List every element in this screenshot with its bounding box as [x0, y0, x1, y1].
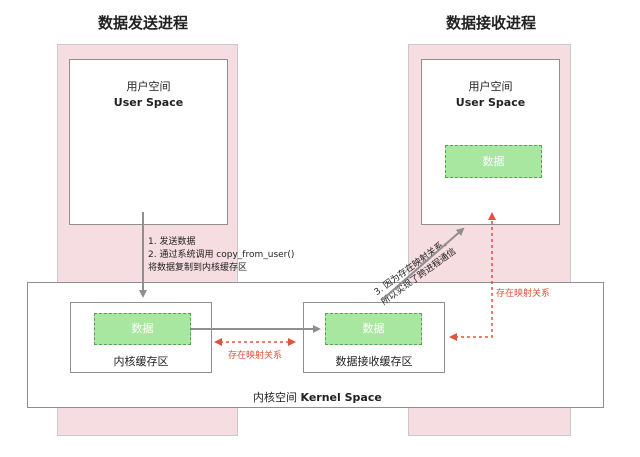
receiver-user-space-cn: 用户空间 — [468, 80, 513, 93]
sender-title: 数据发送进程 — [98, 14, 189, 32]
receiver-title: 数据接收进程 — [446, 14, 537, 32]
sender-user-space: 用户空间 User Space — [69, 59, 228, 225]
sender-buffer-label: 内核缓存区 — [113, 355, 169, 368]
step-1-note: 1. 发送数据 — [148, 237, 196, 247]
mapping-note-user-space: 存在映射关系 — [496, 289, 551, 299]
kernel-space-label-cn: 内核空间 — [253, 391, 297, 404]
step-notes: 1. 发送数据 2. 通过系统调用 copy_from_user() 将数据复制… — [148, 236, 294, 275]
cross-process-arrow — [382, 227, 465, 300]
step-2-note: 2. 通过系统调用 copy_from_user() — [148, 250, 295, 260]
step-2b-note: 将数据复制到内核缓存区 — [148, 263, 248, 273]
receiver-user-data: 数据 — [445, 145, 542, 178]
sender-buffer-data: 数据 — [94, 313, 191, 345]
receiver-user-space: 用户空间 User Space — [421, 59, 560, 225]
receiver-buffer-label: 数据接收缓存区 — [335, 355, 413, 368]
mapping-note-buffers: 存在映射关系 — [228, 351, 283, 361]
receiver-user-space-en: User Space — [455, 96, 526, 109]
sender-user-space-cn: 用户空间 — [126, 80, 171, 93]
receiver-buffer-data: 数据 — [325, 313, 422, 345]
mapping-arrow-user-space — [449, 212, 496, 341]
kernel-space-label: 内核空间 Kernel Space — [253, 389, 382, 405]
sender-user-space-en: User Space — [113, 96, 184, 109]
kernel-space-label-en: Kernel Space — [300, 391, 382, 404]
